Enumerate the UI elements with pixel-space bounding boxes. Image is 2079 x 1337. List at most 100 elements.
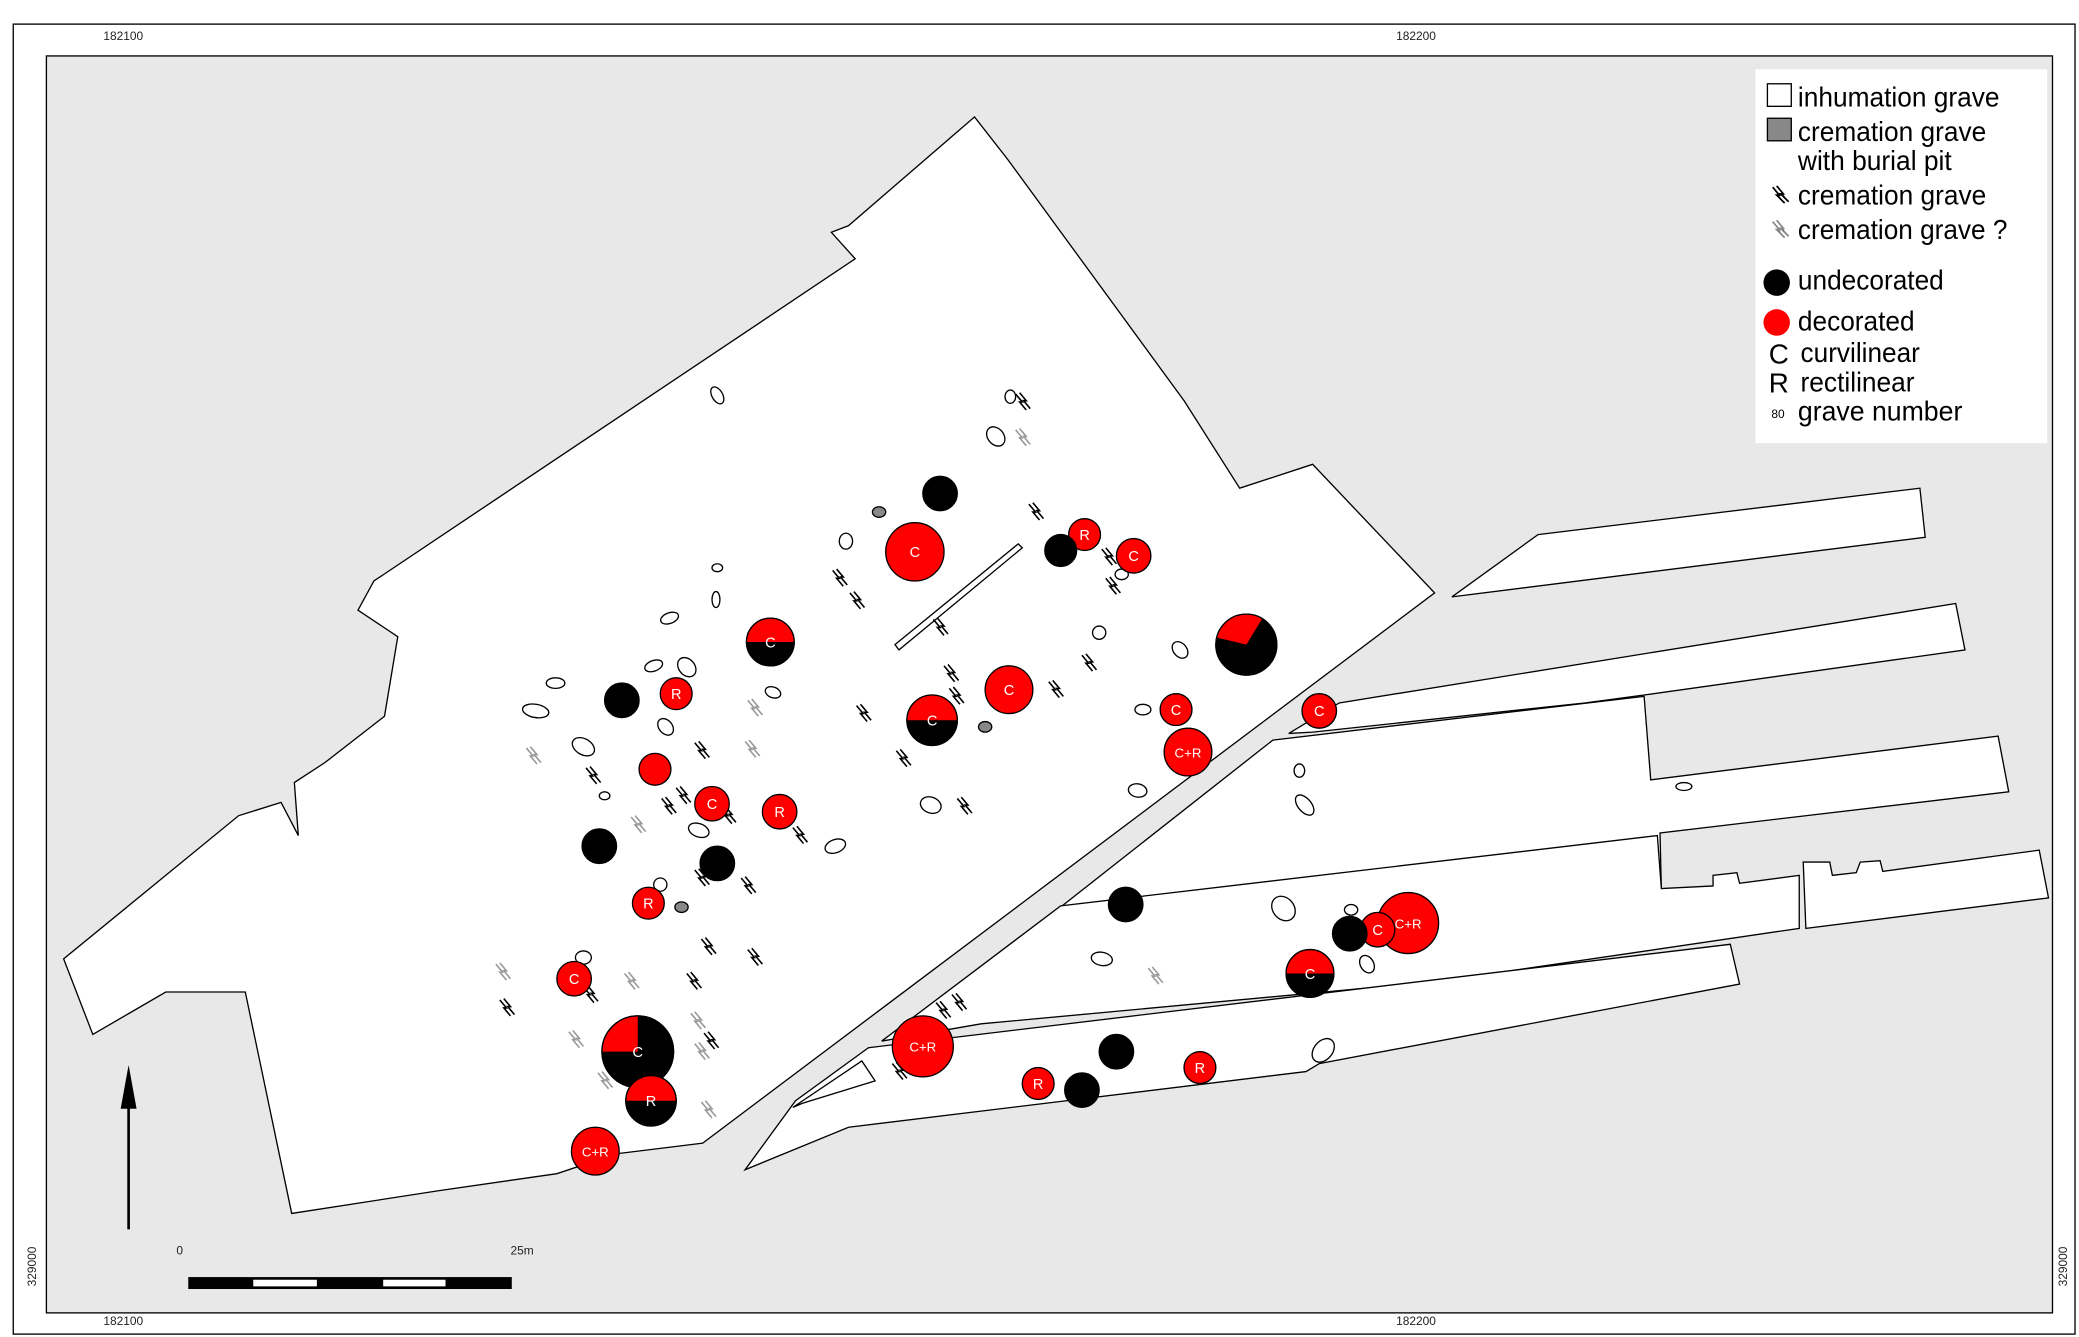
trench-6 bbox=[743, 943, 1741, 1172]
legend-c-symbol: C bbox=[1769, 339, 1789, 370]
cremation-grave-uncertain-icon bbox=[1147, 966, 1164, 985]
cremation-grave-icon bbox=[694, 740, 710, 760]
decorated-share bbox=[601, 1015, 638, 1052]
inhumation-grave bbox=[985, 426, 1006, 447]
inhumation-grave bbox=[711, 563, 724, 573]
scale-end: 25m bbox=[510, 1244, 533, 1258]
cremation-grave-icon bbox=[585, 766, 602, 785]
cremation-grave-icon bbox=[1028, 502, 1045, 521]
grave-decorated: R bbox=[1068, 518, 1102, 552]
grave-decorated: C+R bbox=[1163, 727, 1213, 777]
grave-undecorated bbox=[1064, 1072, 1100, 1109]
grave-decorated: R bbox=[1183, 1051, 1217, 1085]
cremation-grave-icon bbox=[1105, 576, 1121, 595]
excavation-trenches bbox=[62, 115, 2050, 1215]
inhumation-grave bbox=[644, 659, 664, 673]
cremation-grave-icon bbox=[895, 748, 912, 768]
grave-label: R bbox=[774, 805, 785, 821]
inhumation-swatch bbox=[1766, 83, 1792, 107]
grave-decorated: R bbox=[1021, 1066, 1055, 1101]
trench-7 bbox=[792, 1060, 877, 1108]
inhumation-grave bbox=[598, 791, 611, 801]
cremation-grave-uncertain-icon bbox=[623, 971, 640, 990]
inhumation-grave bbox=[1343, 903, 1359, 916]
cremation-grave-uncertain-icon bbox=[630, 815, 647, 834]
cremation-grave-uncertain-icon bbox=[690, 1011, 706, 1030]
scale-start: 0 bbox=[176, 1244, 183, 1258]
inhumation-grave bbox=[764, 686, 782, 699]
inhumation-grave bbox=[571, 736, 596, 757]
cremation-grave-icon bbox=[1101, 547, 1118, 566]
trench-5 bbox=[1802, 849, 2050, 930]
coord-x-top-right: 182200 bbox=[1396, 29, 1436, 43]
inhumation-grave bbox=[653, 877, 668, 892]
grave-label: C bbox=[910, 545, 921, 561]
grave-decorated bbox=[638, 752, 672, 786]
inhumation-grave bbox=[687, 822, 710, 839]
grave-decorated: C bbox=[1159, 693, 1193, 727]
decorated-share bbox=[1216, 614, 1263, 645]
legend-decorated: decorated bbox=[1798, 305, 1915, 336]
grave-features bbox=[495, 386, 1693, 1119]
cremation-grave-icon bbox=[951, 992, 968, 1012]
trench-2 bbox=[1288, 602, 1966, 735]
grave-decorated: C bbox=[1301, 693, 1338, 729]
cremation-grave-icon bbox=[792, 825, 809, 845]
cremation-grave-icon bbox=[943, 664, 960, 683]
decorated-swatch bbox=[1763, 309, 1790, 336]
grave-decorated: C bbox=[556, 960, 593, 997]
cremation-grave-icon bbox=[1081, 653, 1098, 672]
legend-undecorated: undecorated bbox=[1798, 264, 1944, 295]
inhumation-grave bbox=[711, 590, 721, 609]
inhumation-grave bbox=[1294, 794, 1315, 816]
grave-label: R bbox=[646, 1094, 657, 1110]
cremation-pit-grave bbox=[871, 506, 887, 519]
cremation-icon bbox=[1772, 185, 1790, 204]
inhumation-grave bbox=[1090, 951, 1113, 967]
grave-label: R bbox=[1195, 1061, 1206, 1077]
cremation-grave-uncertain-icon bbox=[525, 746, 542, 765]
ditch bbox=[894, 542, 1024, 651]
cremation-grave-icon bbox=[686, 971, 703, 990]
grave-label: C bbox=[1171, 703, 1182, 719]
inhumation-grave bbox=[919, 796, 942, 815]
inhumation-grave bbox=[1271, 895, 1296, 922]
north-arrow bbox=[120, 1064, 137, 1230]
inhumation-grave bbox=[1311, 1037, 1336, 1063]
cremation-uncertain-icon bbox=[1772, 219, 1790, 239]
coord-y-left: 329000 bbox=[25, 1246, 39, 1286]
grave-label: C+R bbox=[909, 1040, 936, 1055]
grave-mixed: C bbox=[1285, 948, 1335, 998]
grave-undecorated bbox=[581, 828, 618, 865]
cremation-grave-icon bbox=[703, 1031, 720, 1050]
grave-undecorated bbox=[603, 682, 640, 719]
cremation-grave-uncertain-icon bbox=[495, 962, 512, 981]
cremation-grave-icon bbox=[700, 937, 717, 956]
legend-number-symbol: 80 bbox=[1771, 407, 1785, 421]
legend-cremation: cremation grave bbox=[1798, 179, 1986, 210]
inhumation-grave bbox=[1675, 781, 1693, 792]
cremation-pit-grave bbox=[674, 901, 689, 914]
inhumation-grave bbox=[521, 703, 550, 719]
grave-label: C+R bbox=[582, 1144, 609, 1159]
grave-mixed bbox=[1215, 613, 1278, 676]
inhumation-grave bbox=[677, 656, 697, 678]
grave-decorated: R bbox=[761, 793, 798, 830]
grave-undecorated bbox=[922, 475, 958, 512]
cremation-grave-icon bbox=[849, 591, 866, 610]
grave-decorated: R bbox=[659, 677, 693, 711]
grave-label: C bbox=[1314, 704, 1325, 720]
cremation-pit-swatch bbox=[1766, 117, 1792, 142]
legend-rectilinear: rectilinear bbox=[1801, 366, 1915, 397]
decorated-share bbox=[1286, 949, 1334, 974]
inhumation-grave bbox=[1091, 625, 1107, 640]
undecorated-swatch bbox=[1763, 269, 1790, 296]
grave-undecorated bbox=[1098, 1033, 1135, 1070]
cremation-grave-icon bbox=[832, 568, 848, 587]
coord-x-top-left: 182100 bbox=[103, 29, 143, 43]
grave-decorated: C+R bbox=[891, 1015, 954, 1078]
grave-label: C bbox=[765, 635, 776, 651]
legend-inhumation: inhumation grave bbox=[1798, 81, 2000, 112]
grave-label: C bbox=[707, 797, 718, 813]
